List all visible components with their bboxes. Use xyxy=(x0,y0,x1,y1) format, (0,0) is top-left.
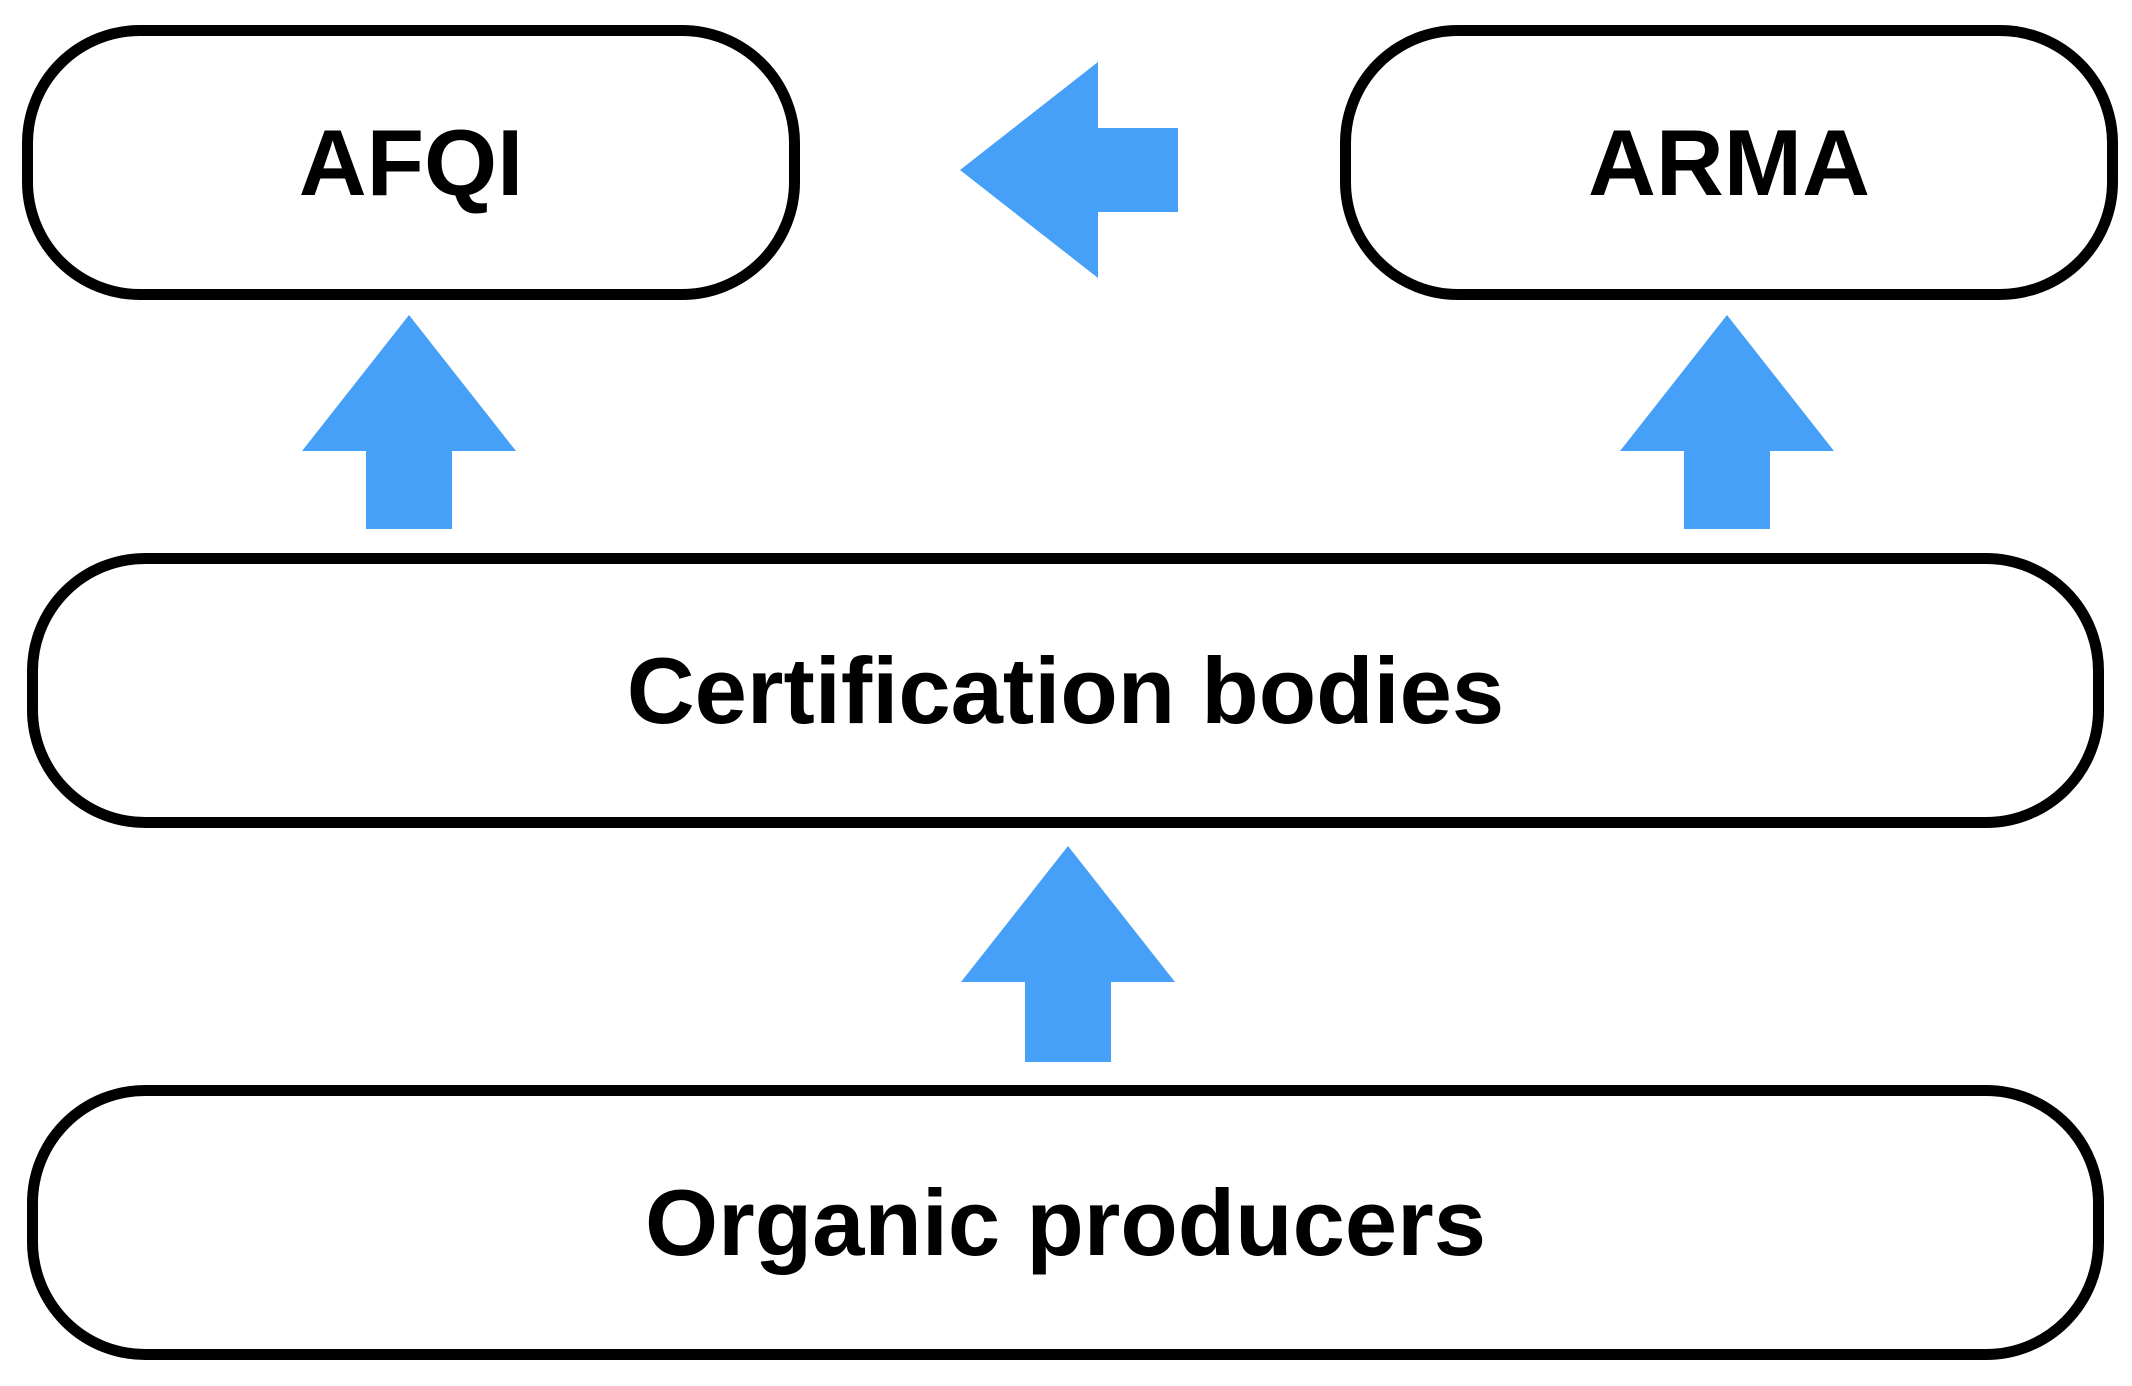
node-organic-producers-label: Organic producers xyxy=(645,1169,1486,1275)
arrow-certification-to-afqi xyxy=(302,315,516,529)
arrow-producers-to-certification xyxy=(961,846,1175,1062)
arrow-arma-to-afqi xyxy=(960,62,1178,278)
node-organic-producers: Organic producers xyxy=(27,1085,2104,1360)
node-arma: ARMA xyxy=(1340,25,2118,300)
node-certification-bodies-label: Certification bodies xyxy=(626,637,1505,743)
node-afqi: AFQI xyxy=(22,25,800,300)
node-arma-label: ARMA xyxy=(1588,109,1870,215)
node-afqi-label: AFQI xyxy=(298,109,524,215)
arrow-certification-to-arma xyxy=(1620,315,1834,529)
node-certification-bodies: Certification bodies xyxy=(27,553,2104,828)
